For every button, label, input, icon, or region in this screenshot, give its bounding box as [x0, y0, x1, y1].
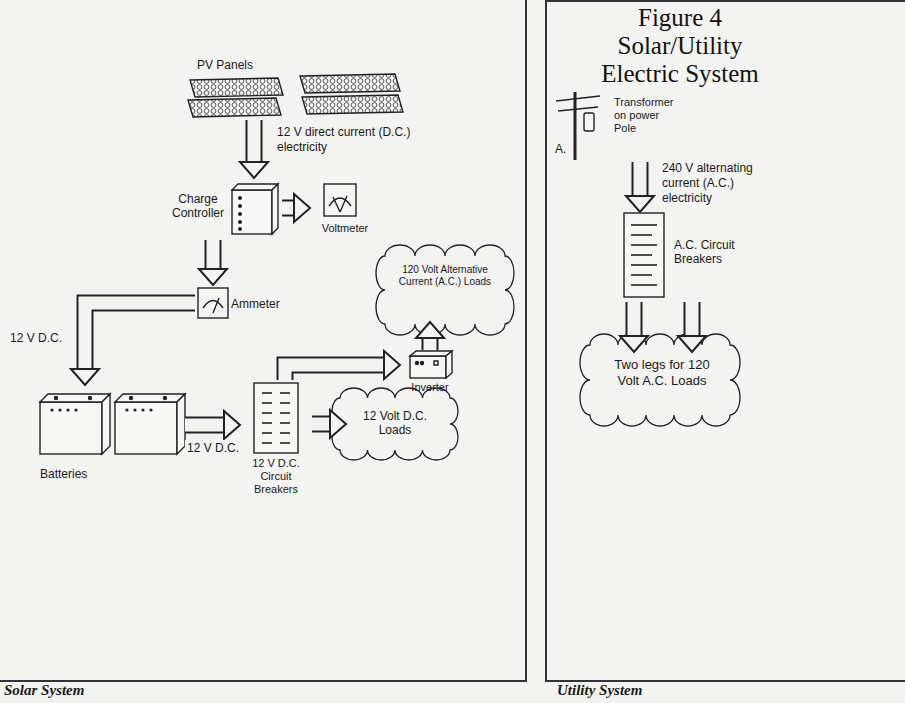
inverter-box [410, 351, 452, 378]
arrow-shaft-fill [634, 162, 647, 197]
hollow-arrow [240, 120, 268, 178]
arrow-head [330, 410, 346, 438]
load-clouds [332, 245, 740, 460]
hollow-arrow [678, 302, 706, 352]
node-text: Batteries [40, 467, 87, 481]
arrow-shaft-outline [205, 240, 222, 270]
ac-breaker-panel [624, 213, 664, 297]
pv-array: PV Panels [175, 58, 425, 120]
arrow-shaft-fill [85, 303, 195, 370]
arrow-head [199, 269, 227, 285]
node-text: Utility System [557, 682, 642, 699]
arrow-shaft-outline [85, 303, 195, 370]
node-text: PV Panels [197, 58, 253, 72]
arrow-shaft-outline [185, 417, 225, 434]
edge-label: 12 V direct current (D.C.) electricity [275, 124, 419, 156]
free-label: A. [555, 142, 566, 156]
node-text: 120 Volt Alternative Current (A.C.) Load… [395, 264, 495, 288]
node-text: 12 Volt D.C. Loads [350, 409, 440, 438]
charge-controller-cube [232, 184, 278, 234]
load-cloud: 12 Volt D.C. Loads [346, 402, 444, 446]
arrow-head [71, 369, 99, 385]
node-text: Transformer on power Pole [614, 96, 684, 136]
ammeter-gauge [198, 288, 228, 318]
node-text: Ammeter [231, 297, 280, 311]
hollow-arrow [620, 302, 648, 352]
arrow-head [416, 322, 444, 338]
edge-label: 12 V D.C. [8, 330, 72, 347]
arrow-head [678, 336, 706, 352]
inverter: Inverter [400, 350, 460, 397]
node-text: Solar System [4, 682, 84, 699]
arrow-head [240, 162, 268, 178]
node-text: Two legs for 120 Volt A.C. Loads [604, 357, 720, 388]
hollow-arrow [71, 303, 195, 385]
edge-label: 12 V D.C. [185, 440, 243, 457]
batteries: Batteries [30, 385, 185, 485]
arrow-shaft-fill [285, 365, 385, 380]
hollow-arrow [312, 410, 346, 438]
voltmeter-gauge [324, 184, 356, 216]
ac-circuit-breakers: A.C. Circuit Breakers [622, 212, 747, 302]
solar-region: Solar SystemPV PanelsCharge ControllerVo… [0, 0, 527, 682]
ammeter: Ammeter [195, 285, 295, 325]
arrow-shaft-outline [246, 120, 263, 163]
node-text: A.C. Circuit Breakers [674, 238, 744, 267]
power-pole [556, 92, 600, 160]
hollow-arrow [285, 351, 400, 380]
arrow-shaft-outline [626, 302, 643, 337]
arrow-shaft-fill [628, 302, 641, 337]
arrow-head [294, 194, 310, 222]
voltmeter: Voltmeter [310, 180, 380, 242]
load-cloud: Two legs for 120 Volt A.C. Loads [600, 352, 724, 412]
arrow-shaft-outline [285, 365, 385, 380]
arrow-head [620, 336, 648, 352]
node-text: Charge Controller [168, 192, 228, 221]
hollow-arrow [199, 240, 227, 285]
battery-pair [40, 394, 185, 454]
dc-circuit-breakers: 12 V D.C. Circuit Breakers [240, 380, 312, 500]
hollow-arrow [416, 322, 444, 350]
hollow-arrow [282, 194, 310, 222]
hollow-arrow [626, 162, 654, 212]
node-text: Inverter [400, 381, 460, 394]
arrow-shaft-fill [185, 419, 225, 432]
arrow-shaft-outline [632, 162, 649, 197]
figure-title: Figure 4 Solar/Utility Electric System [580, 4, 780, 88]
arrow-shaft-fill [686, 302, 699, 337]
node-text: 12 V D.C. Circuit Breakers [240, 457, 312, 497]
arrow-shaft-outline [684, 302, 701, 337]
arrow-shaft-fill [248, 120, 261, 163]
arrow-shaft-outline [312, 416, 331, 433]
arrow-head [384, 351, 400, 379]
utility-region: Utility SystemTransformer on power PoleA… [545, 0, 905, 682]
pv-panels [188, 74, 403, 117]
arrow-shaft-fill [312, 418, 331, 431]
edge-label: 240 V alternating current (A.C.) electri… [660, 160, 786, 207]
dc-breaker-panel [254, 383, 298, 453]
hollow-arrow [185, 411, 240, 439]
arrow-shaft-fill [207, 240, 220, 270]
arrow-head [224, 411, 240, 439]
node-text: Voltmeter [310, 222, 380, 235]
load-cloud: 120 Volt Alternative Current (A.C.) Load… [391, 258, 499, 322]
arrow-head [626, 196, 654, 212]
power-pole-transformer: Transformer on power Pole [554, 92, 684, 162]
charge-controller: Charge Controller [168, 178, 282, 240]
